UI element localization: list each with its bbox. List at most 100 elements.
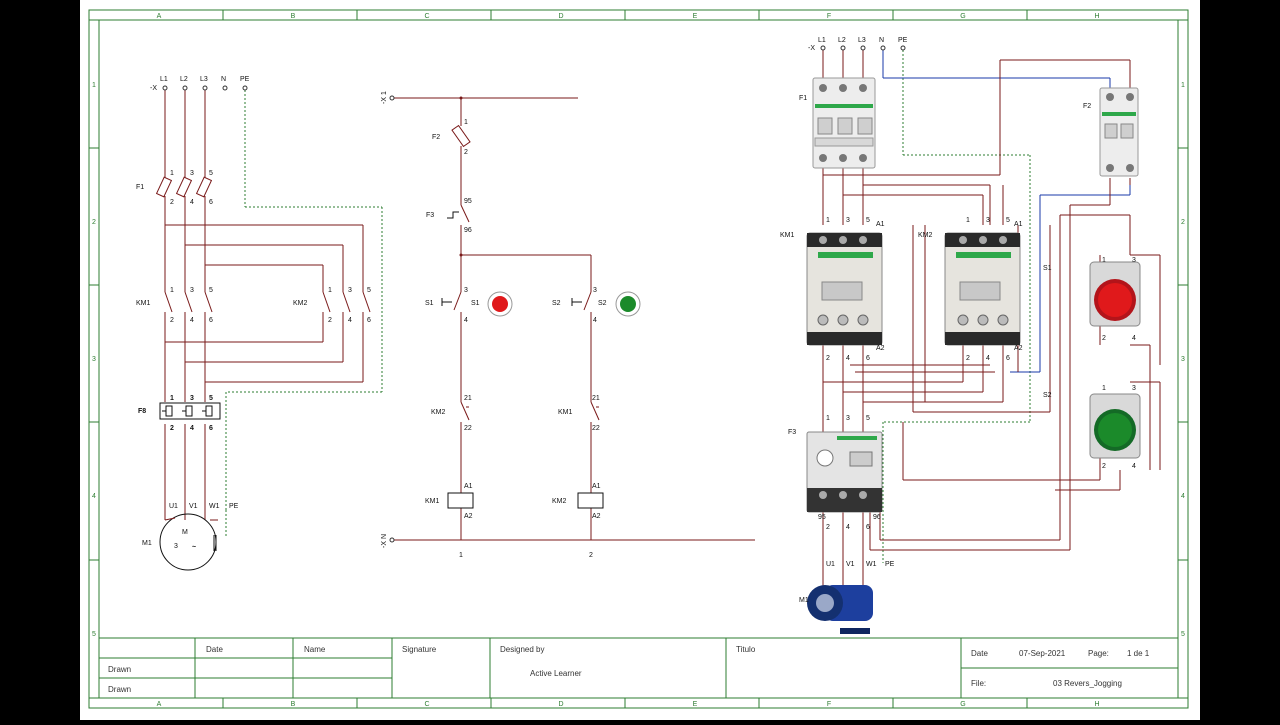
km1-pin: 3 — [190, 287, 194, 294]
s1-lamp-label: S1 — [471, 300, 480, 307]
km1-pin: A2 — [876, 345, 885, 352]
tb-date-header: Date — [206, 645, 223, 654]
column-labels-bottom: A B C D E F G H — [157, 701, 1100, 708]
km1-pin: 5 — [209, 287, 213, 294]
km2-pin: 3 — [348, 287, 352, 294]
f3-pin: 6 — [866, 524, 870, 531]
interlock-pin: 22 — [592, 425, 600, 432]
wiring-km1-label: KM1 — [780, 232, 795, 239]
control-lamps — [487, 291, 641, 317]
sheet-frame — [88, 9, 1189, 709]
coil-pin: A1 — [464, 483, 473, 490]
km1-pin: 5 — [866, 217, 870, 224]
control-top-rail-label: -X 1 — [381, 91, 388, 104]
breaker-f2 — [1099, 87, 1139, 177]
f1-pin: 2 — [170, 199, 174, 206]
km1-pin: 4 — [846, 355, 850, 362]
s2-label: S2 — [552, 300, 561, 307]
tb-file-value: 03 Revers_Jogging — [1053, 679, 1122, 688]
stop-lamp-icon — [492, 296, 508, 312]
interlock-pin: 22 — [464, 425, 472, 432]
branch-number-2: 2 — [589, 552, 593, 559]
s1-pin: 2 — [1102, 335, 1106, 342]
col-label-d: D — [558, 701, 563, 708]
fuse-f2-label: F2 — [432, 134, 440, 141]
f3-pin: 95 — [818, 514, 826, 521]
km2-pin: 6 — [1006, 355, 1010, 362]
row-label-4: 4 — [1181, 493, 1185, 500]
col-label-h: H — [1094, 13, 1099, 20]
km2-power-label: KM2 — [293, 300, 308, 307]
wiring-s1-label: S1 — [1043, 265, 1052, 272]
km1-interlock-label: KM1 — [558, 409, 573, 416]
wiring-motor-u1: U1 — [826, 561, 835, 568]
motor-ac-symbol: ~ — [192, 544, 196, 551]
tb-drawn-row: Drawn — [108, 665, 131, 674]
col-label-c: C — [424, 13, 429, 20]
power-terminals — [162, 85, 248, 91]
col-label-g: G — [960, 13, 965, 20]
km2-pin: A1 — [1014, 221, 1023, 228]
f1-pin: 6 — [209, 199, 213, 206]
col-label-g: G — [960, 701, 965, 708]
tb-date-value: 07-Sep-2021 — [1019, 649, 1066, 658]
motor-m1-label: M1 — [142, 540, 152, 547]
schematic-sheet: A B C D E F G H A B C D E F G H 1 2 3 4 … — [80, 0, 1200, 720]
supply-label-l1: L1 — [160, 76, 168, 83]
supply-label-pe: PE — [240, 76, 250, 83]
control-bottom-rail-label: -X N — [381, 534, 388, 548]
column-labels-top: A B C D E F G H — [157, 13, 1100, 20]
km1-pin: 2 — [826, 355, 830, 362]
col-label-d: D — [558, 13, 563, 20]
power-pe-wire — [225, 90, 383, 538]
wiring-motor-pe: PE — [885, 561, 895, 568]
row-labels-left: 1 2 3 4 5 — [92, 82, 96, 638]
f1-pin: 4 — [190, 199, 194, 206]
km1-pin: 1 — [170, 287, 174, 294]
motor-term-u1: U1 — [169, 503, 178, 510]
s2-pin: 4 — [1132, 463, 1136, 470]
km1-power-label: KM1 — [136, 300, 151, 307]
tb-designer-name: Active Learner — [530, 669, 582, 678]
power-labels: L1 L2 L3 N PE -X F1 1 3 5 2 4 6 KM1 1 3 … — [136, 76, 371, 551]
wiring-m1-label: M1 — [799, 597, 809, 604]
contactor-km2 — [944, 232, 1021, 346]
km1-pin: 3 — [846, 217, 850, 224]
overload-f8-label: F8 — [138, 408, 146, 415]
motor-symbol: M — [182, 529, 188, 536]
tb-signature-header: Signature — [402, 645, 437, 654]
f3-pin: 5 — [866, 415, 870, 422]
wiring-supply-ref: -X — [808, 45, 815, 52]
col-label-b: B — [291, 13, 296, 20]
km2-pin: 1 — [966, 217, 970, 224]
f8-pin: 5 — [209, 395, 213, 402]
col-label-b: B — [291, 701, 296, 708]
motor-phase-count: 3 — [174, 543, 178, 550]
wiring-f3-label: F3 — [788, 429, 796, 436]
motor-term-pe: PE — [229, 503, 239, 510]
f8-pin: 6 — [209, 425, 213, 432]
f3-pin: 3 — [846, 415, 850, 422]
supply-label-l3: L3 — [200, 76, 208, 83]
contactor-km1 — [806, 232, 883, 346]
km2-pin: 2 — [966, 355, 970, 362]
km2-pin: 6 — [367, 317, 371, 324]
wiring-motor-v1: V1 — [846, 561, 855, 568]
wiring-f2-label: F2 — [1083, 103, 1091, 110]
s1-label: S1 — [425, 300, 434, 307]
wiring-s2-label: S2 — [1043, 392, 1052, 399]
row-label-2: 2 — [92, 219, 96, 226]
title-block-text: Date Name Signature Designed by Active L… — [108, 645, 1150, 694]
supply-terminal-ref: -X — [150, 85, 157, 92]
s2-pin: 3 — [593, 287, 597, 294]
col-label-h: H — [1094, 701, 1099, 708]
control-circuit — [392, 97, 755, 541]
f1-pin: 5 — [209, 170, 213, 177]
s2-lamp-label: S2 — [598, 300, 607, 307]
f8-pin: 1 — [170, 395, 174, 402]
motor-term-w1: W1 — [209, 503, 220, 510]
wiring-labels: L1 L2 L3 N PE -X F1 F2 KM1 KM2 F3 S1 S2 … — [780, 37, 1136, 604]
breaker-f1 — [812, 77, 876, 169]
col-label-e: E — [693, 13, 698, 20]
tb-drawn-row: Drawn — [108, 685, 131, 694]
